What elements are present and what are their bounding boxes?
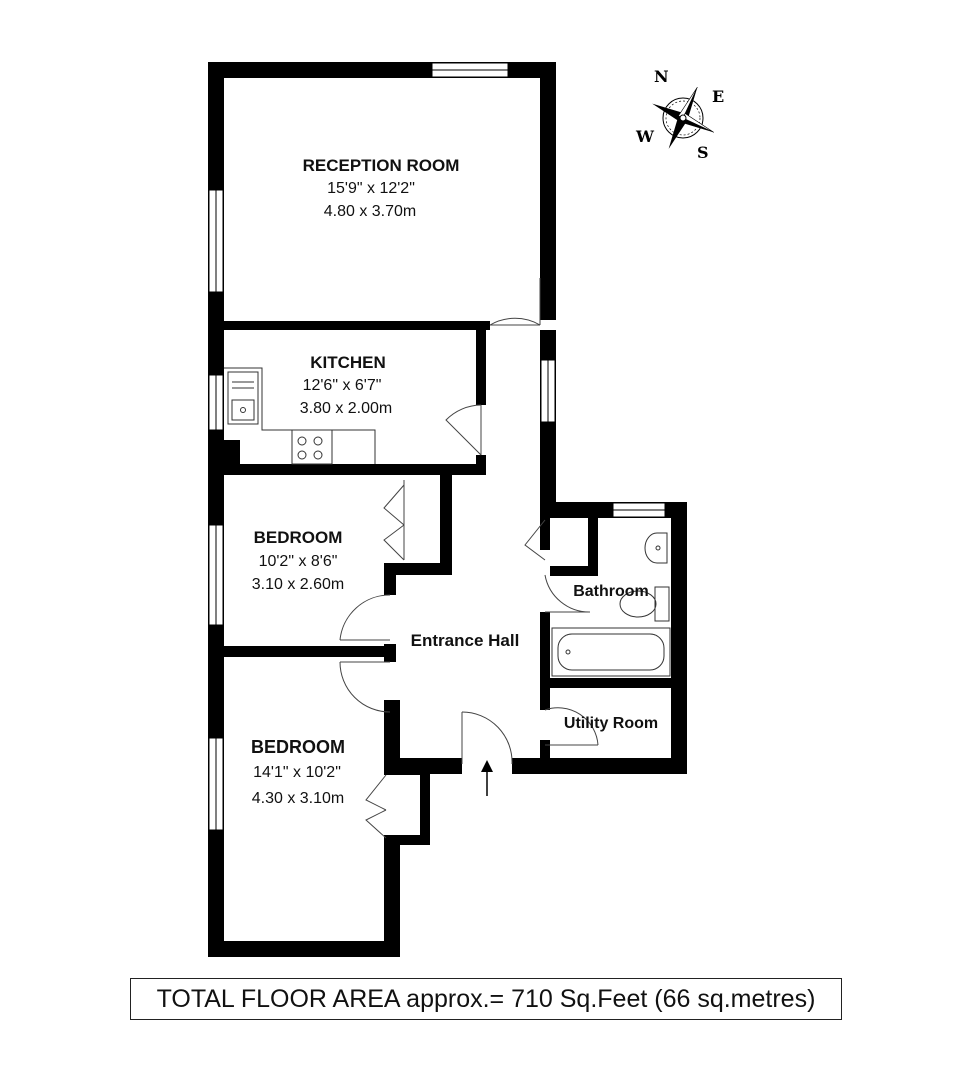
doors xyxy=(339,278,599,839)
compass-west-label: W xyxy=(635,127,655,146)
reception-room-name: RECEPTION ROOM xyxy=(303,156,460,175)
bedroom-2-metric: 4.30 x 3.10m xyxy=(252,790,345,807)
bedroom-1-name: BEDROOM xyxy=(254,528,343,547)
bathroom-name: Bathroom xyxy=(573,583,649,600)
reception-room-metric: 4.80 x 3.70m xyxy=(324,203,417,220)
total-floor-area-text: TOTAL FLOOR AREA approx.= 710 Sq.Feet (6… xyxy=(156,984,816,1013)
total-floor-area: TOTAL FLOOR AREA approx.= 710 Sq.Feet (6… xyxy=(130,978,842,1020)
bedroom-2-imperial: 14'1" x 10'2" xyxy=(253,764,341,781)
internal-walls xyxy=(224,321,686,845)
bathroom-fixtures xyxy=(551,532,671,677)
entrance-arrow-icon xyxy=(481,760,493,796)
compass-north-label: N xyxy=(654,67,669,86)
windows xyxy=(208,62,666,831)
room-bedroom-1: BEDROOM 10'2" x 8'6" 3.10 x 2.60m xyxy=(252,528,345,593)
entrance-hall-name: Entrance Hall xyxy=(411,631,520,650)
room-bedroom-2: BEDROOM 14'1" x 10'2" 4.30 x 3.10m xyxy=(251,737,345,807)
bedroom-1-imperial: 10'2" x 8'6" xyxy=(259,553,338,570)
room-kitchen: KITCHEN 12'6" x 6'7" 3.80 x 2.00m xyxy=(300,353,393,417)
reception-room-imperial: 15'9" x 12'2" xyxy=(327,180,415,197)
compass-icon xyxy=(652,87,714,149)
kitchen-imperial: 12'6" x 6'7" xyxy=(303,377,382,394)
kitchen-name: KITCHEN xyxy=(310,353,386,372)
room-reception: RECEPTION ROOM 15'9" x 12'2" 4.80 x 3.70… xyxy=(303,156,460,220)
bedroom-1-metric: 3.10 x 2.60m xyxy=(252,576,345,593)
compass-south-label: S xyxy=(697,143,709,162)
kitchen-metric: 3.80 x 2.00m xyxy=(300,400,393,417)
kitchen-fixtures xyxy=(224,367,376,465)
bedroom-2-name: BEDROOM xyxy=(251,737,345,757)
utility-room-name: Utility Room xyxy=(564,715,658,732)
compass-east-label: E xyxy=(712,87,724,106)
